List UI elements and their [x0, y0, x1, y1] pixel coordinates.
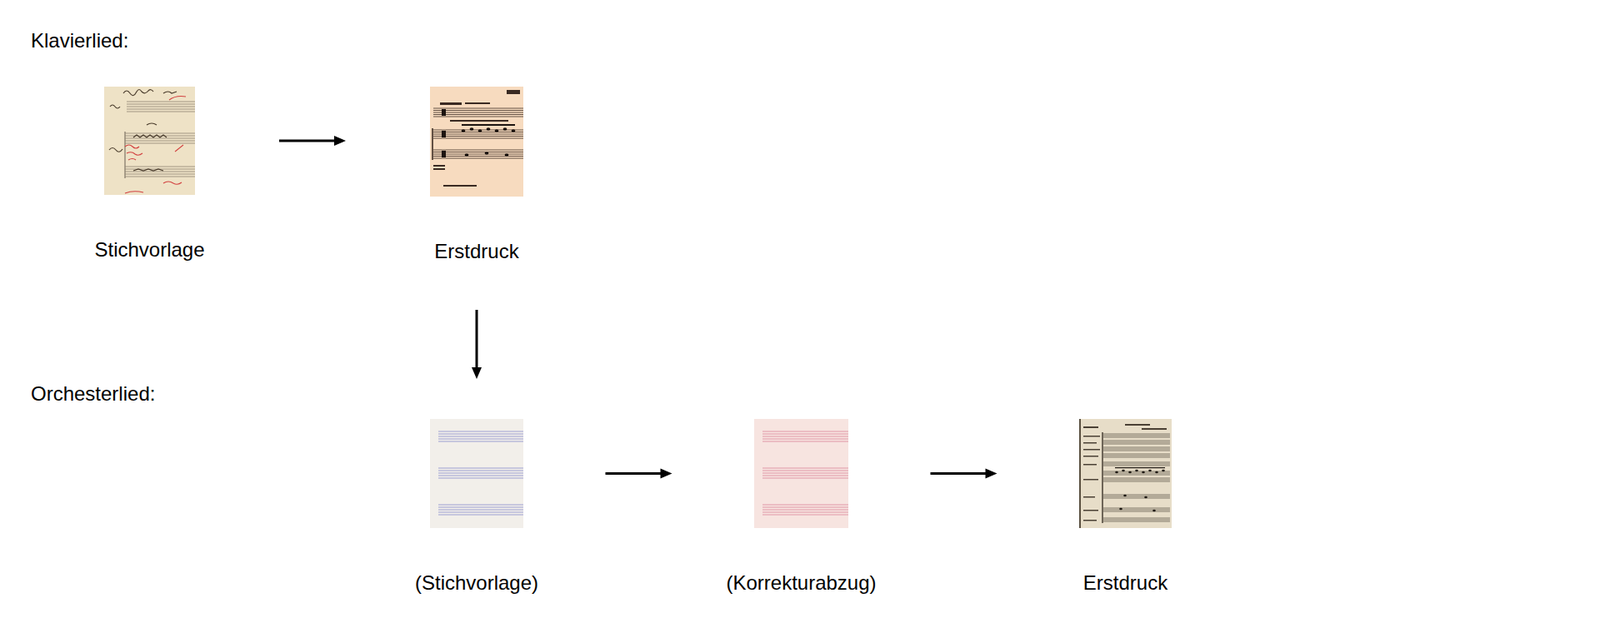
arrowhead: [471, 367, 482, 380]
node-caption: (Korrekturabzug): [725, 571, 876, 595]
arrow-shaft: [605, 472, 663, 475]
node-caption: Stichvorlage: [94, 238, 205, 262]
flow-arrow: [930, 469, 998, 480]
node-caption: Erstdruck: [434, 240, 519, 264]
arrowhead: [660, 469, 673, 480]
flow-arrow: [605, 469, 673, 480]
document-thumbnail-node: Stichvorlage: [104, 86, 195, 195]
print-thumbnail: [430, 86, 524, 197]
document-thumbnail-node: Erstdruck: [1079, 419, 1172, 529]
blank-staff-paper-thumbnail: [430, 419, 524, 529]
arrow-shaft: [475, 310, 479, 370]
arrowhead: [985, 469, 998, 480]
manuscript-thumbnail: [104, 86, 195, 195]
flow-arrow: [471, 310, 482, 380]
flow-arrow: [279, 135, 346, 146]
node-caption: (Stichvorlage): [415, 571, 539, 595]
node-caption: Erstdruck: [1083, 571, 1168, 595]
row-label: Klavierlied:: [30, 29, 129, 53]
row-label: Orchesterlied:: [30, 382, 155, 406]
document-thumbnail-node: Erstdruck: [430, 86, 524, 197]
document-thumbnail-node: (Stichvorlage): [430, 419, 524, 529]
score-thumbnail: [1079, 419, 1172, 529]
arrowhead: [334, 135, 346, 146]
arrow-shaft: [930, 472, 988, 475]
blank-proof-paper-thumbnail: [754, 419, 849, 529]
document-thumbnail-node: (Korrekturabzug): [754, 419, 849, 529]
arrow-shaft: [279, 140, 336, 143]
